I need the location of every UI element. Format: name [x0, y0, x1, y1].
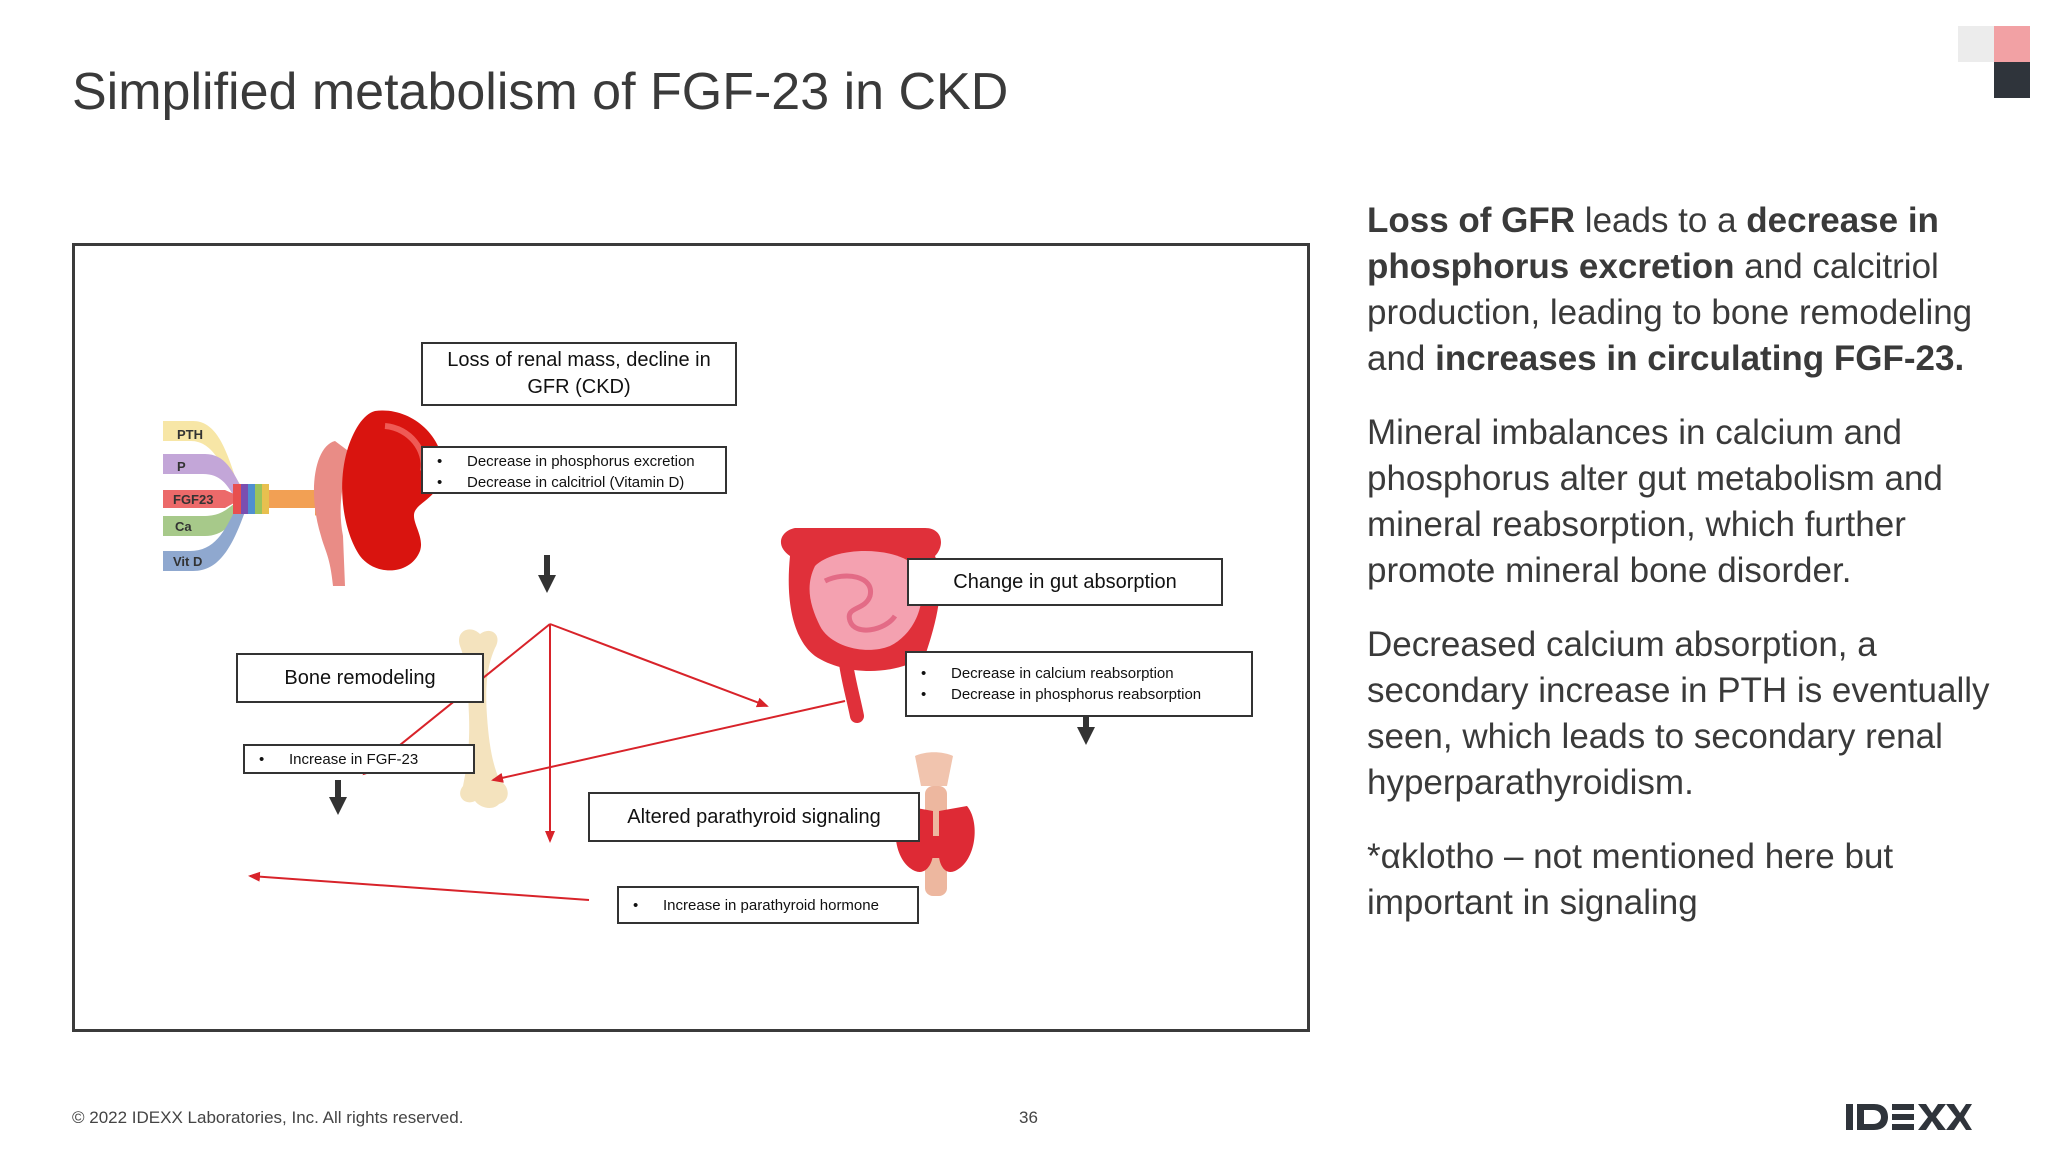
ribbon-label-p: P — [177, 459, 186, 474]
hormone-ribbons-graphic — [163, 421, 331, 571]
ribbon-label-ca: Ca — [175, 519, 192, 534]
bold-text: Loss of GFR — [1367, 201, 1576, 240]
list-item: Increase in parathyroid hormone — [633, 895, 917, 916]
gut-absorption-box: Change in gut absorption — [907, 558, 1223, 606]
gut-box-label: Change in gut absorption — [953, 570, 1177, 593]
list-item: Decrease in phosphorus excretion — [437, 451, 725, 472]
parathyroid-effects-box: Increase in parathyroid hormone — [617, 886, 919, 924]
bold-text: decrease in phosphorus excretion — [1367, 201, 1939, 286]
bold-text: increases in circulating FGF-23. — [1435, 339, 1965, 378]
explanation-p3: Decreased calcium absorption, a secondar… — [1367, 625, 1990, 802]
corner-decoration — [1958, 26, 2030, 98]
ribbon-label-vitd: Vit D — [173, 554, 202, 569]
kidney-effects-box: Decrease in phosphorus excretion Decreas… — [421, 446, 727, 494]
text: leads to a — [1575, 201, 1747, 240]
parathyroid-box: Altered parathyroid signaling — [588, 792, 920, 842]
bone-box-label: Bone remodeling — [284, 666, 436, 689]
parathyroid-box-label: Altered parathyroid signaling — [627, 805, 881, 828]
text: and calcitriol production, leading to bo… — [1367, 247, 1973, 378]
gut-effects-box: Decrease in calcium reabsorption Decreas… — [905, 651, 1253, 717]
explanation-p2: Mineral imbalances in calcium and phosph… — [1367, 413, 1943, 590]
ckd-box: Loss of renal mass, decline in GFR (CKD) — [421, 342, 737, 406]
red-arrow-kidney-gut — [549, 623, 769, 708]
list-item: Decrease in calcium reabsorption — [921, 663, 1251, 684]
red-arrow-gut-bone — [491, 700, 846, 783]
explanation-panel: Loss of GFR leads to a decrease in phosp… — [1367, 198, 2007, 926]
diagram-frame: PTH P FGF23 Ca Vit D — [72, 243, 1310, 1032]
idexx-logo — [1846, 1104, 1972, 1135]
explanation-p4: *αklotho – not mentioned here but import… — [1367, 837, 1894, 922]
ckd-box-label: Loss of renal mass, decline in GFR (CKD) — [447, 349, 711, 398]
kidney-illustration — [313, 410, 444, 586]
ribbon-label-pth: PTH — [177, 427, 203, 442]
red-arrow-pth-fgf23 — [248, 871, 590, 901]
ribbon-label-fgf23: FGF23 — [173, 492, 213, 507]
slide-title: Simplified metabolism of FGF-23 in CKD — [72, 63, 1009, 121]
page-number: 36 — [1019, 1108, 1038, 1127]
list-item: Increase in FGF-23 — [259, 749, 473, 770]
list-item: Decrease in phosphorus reabsorption — [921, 684, 1251, 705]
list-item: Decrease in calcitriol (Vitamin D) — [437, 472, 725, 493]
bone-effects-box: Increase in FGF-23 — [243, 744, 475, 774]
copyright-text: © 2022 IDEXX Laboratories, Inc. All righ… — [72, 1108, 464, 1127]
intestine-illustration — [780, 528, 941, 723]
explanation-p1: Loss of GFR leads to a decrease in phosp… — [1367, 198, 2007, 382]
bone-remodeling-box: Bone remodeling — [236, 653, 484, 703]
